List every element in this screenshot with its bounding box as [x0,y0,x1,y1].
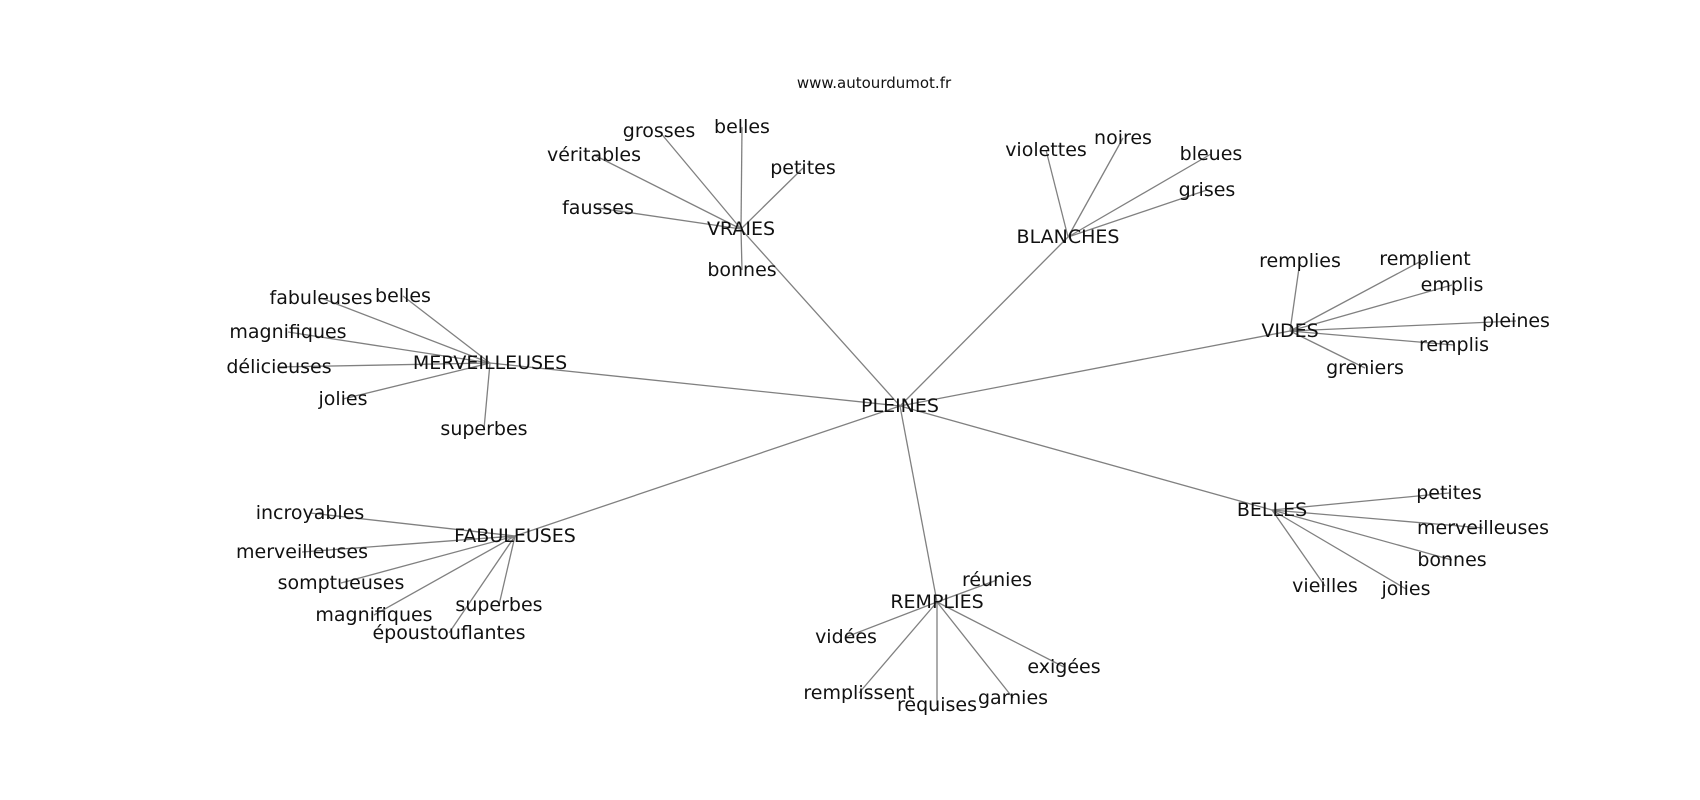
leaf-label-vraies-0: grosses [623,120,695,142]
edge-belles-leaf-1 [1271,509,1484,529]
edge-fabuleuses-leaf-4 [498,535,516,606]
leaf-label-vides-0: remplies [1259,250,1341,272]
leaf-label-remplies-5: garnies [978,687,1048,709]
edge-merveilleuses-leaf-2 [287,331,491,364]
edge-vraies-leaf-5 [740,228,743,271]
leaf-label-blanches-0: violettes [1005,139,1087,161]
edge-vides-leaf-0 [1289,260,1301,332]
edge-remplies-leaf-3 [858,601,938,694]
edge-remplies-leaf-0 [936,579,998,603]
edge-belles-leaf-0 [1271,492,1450,511]
edge-center-merveilleuses [489,362,901,407]
hub-label-blanches: BLANCHES [1017,226,1120,248]
leaf-label-belles-4: jolies [1380,578,1430,600]
edge-vides-leaf-4 [1289,330,1455,346]
leaf-label-remplies-2: exigées [1027,656,1100,678]
edge-fabuleuses-leaf-1 [301,535,516,553]
leaf-label-fabuleuses-4: superbes [455,594,542,616]
site-label: www.autourdumot.fr [797,74,952,92]
leaf-label-remplies-4: requises [897,694,977,716]
edge-vides-leaf-3 [1289,320,1517,332]
leaf-label-remplies-3: remplissent [803,682,914,704]
leaf-label-vraies-1: belles [714,116,770,138]
edge-blanches-leaf-3 [1067,189,1208,238]
leaf-label-belles-2: bonnes [1417,549,1486,571]
hub-label-vraies: VRAIES [707,218,775,240]
labels-layer: www.autourdumot.fr grosses belles véritabl… [226,74,1550,716]
edge-fabuleuses-leaf-3 [373,535,516,616]
edge-vides-leaf-2 [1289,284,1453,332]
edge-blanches-leaf-1 [1067,137,1124,238]
edge-merveilleuses-leaf-4 [342,362,491,400]
leaf-label-merveilleuses-0: fabuleuses [270,287,373,309]
edge-fabuleuses-leaf-2 [340,535,516,584]
edge-merveilleuses-leaf-3 [278,362,491,368]
edge-vraies-leaf-3 [740,167,804,230]
leaf-label-vides-2: emplis [1421,274,1484,296]
leaf-label-fabuleuses-5: époustouflantes [372,622,525,644]
edge-vides-leaf-5 [1289,330,1366,369]
leaf-label-fabuleuses-2: somptueuses [278,572,405,594]
leaf-label-blanches-1: noires [1094,127,1152,149]
edge-vraies-leaf-1 [740,126,743,230]
leaf-label-vraies-3: petites [770,157,836,179]
leaf-label-merveilleuses-2: magnifiques [229,321,346,343]
edge-fabuleuses-leaf-5 [448,535,516,634]
edge-center-fabuleuses [514,405,901,537]
leaf-label-blanches-3: grises [1179,179,1236,201]
center-label: PLEINES [861,395,939,417]
leaf-label-vraies-5: bonnes [707,259,776,281]
edge-center-blanches [899,236,1069,407]
edge-belles-leaf-3 [1271,509,1326,587]
hub-label-merveilleuses: MERVEILLEUSES [413,352,567,374]
leaf-label-vides-5: greniers [1326,357,1404,379]
edge-remplies-leaf-5 [936,601,1014,699]
leaf-label-fabuleuses-1: merveilleuses [236,541,368,563]
hub-label-fabuleuses: FABULEUSES [454,525,576,547]
edge-center-vraies [740,228,901,407]
hub-label-remplies: REMPLIES [890,591,983,613]
leaf-label-merveilleuses-3: délicieuses [226,356,331,378]
edge-blanches-leaf-2 [1067,153,1212,238]
leaf-label-fabuleuses-3: magnifiques [315,604,432,626]
edge-vraies-leaf-4 [597,207,742,230]
hub-label-belles: BELLES [1237,499,1307,521]
edge-center-vides [899,330,1291,407]
edge-center-remplies [899,405,938,603]
leaf-label-merveilleuses-1: belles [375,285,431,307]
edge-center-belles [899,405,1273,511]
edge-belles-leaf-2 [1271,509,1453,561]
leaf-label-merveilleuses-4: jolies [317,388,367,410]
edge-vraies-leaf-0 [658,130,742,230]
edge-remplies-leaf-1 [845,601,938,638]
leaf-label-vides-3: pleines [1482,310,1550,332]
leaf-label-blanches-2: bleues [1180,143,1243,165]
leaf-label-belles-0: petites [1416,482,1482,504]
leaf-label-remplies-1: vidées [815,626,877,648]
edge-remplies-leaf-2 [936,601,1065,668]
leaf-label-belles-3: vieilles [1292,575,1358,597]
leaf-label-vraies-2: véritables [547,144,641,166]
edge-merveilleuses-leaf-0 [320,297,491,364]
hub-label-vides: VIDES [1261,320,1318,342]
edge-blanches-leaf-0 [1045,149,1069,238]
leaf-label-vides-4: remplis [1419,334,1489,356]
edge-merveilleuses-leaf-5 [483,362,491,430]
edge-vides-leaf-1 [1289,258,1426,332]
edge-fabuleuses-leaf-0 [309,512,516,537]
leaf-label-vides-1: remplient [1379,248,1470,270]
leaf-label-belles-1: merveilleuses [1417,517,1549,539]
edge-belles-leaf-4 [1271,509,1407,590]
edges-layer [278,126,1517,705]
edge-merveilleuses-leaf-1 [402,295,491,364]
leaf-label-remplies-0: réunies [962,569,1032,591]
leaf-label-merveilleuses-5: superbes [440,418,527,440]
leaf-label-fabuleuses-0: incroyables [256,502,365,524]
edge-vraies-leaf-2 [593,154,742,230]
leaf-label-vraies-4: fausses [562,197,634,219]
